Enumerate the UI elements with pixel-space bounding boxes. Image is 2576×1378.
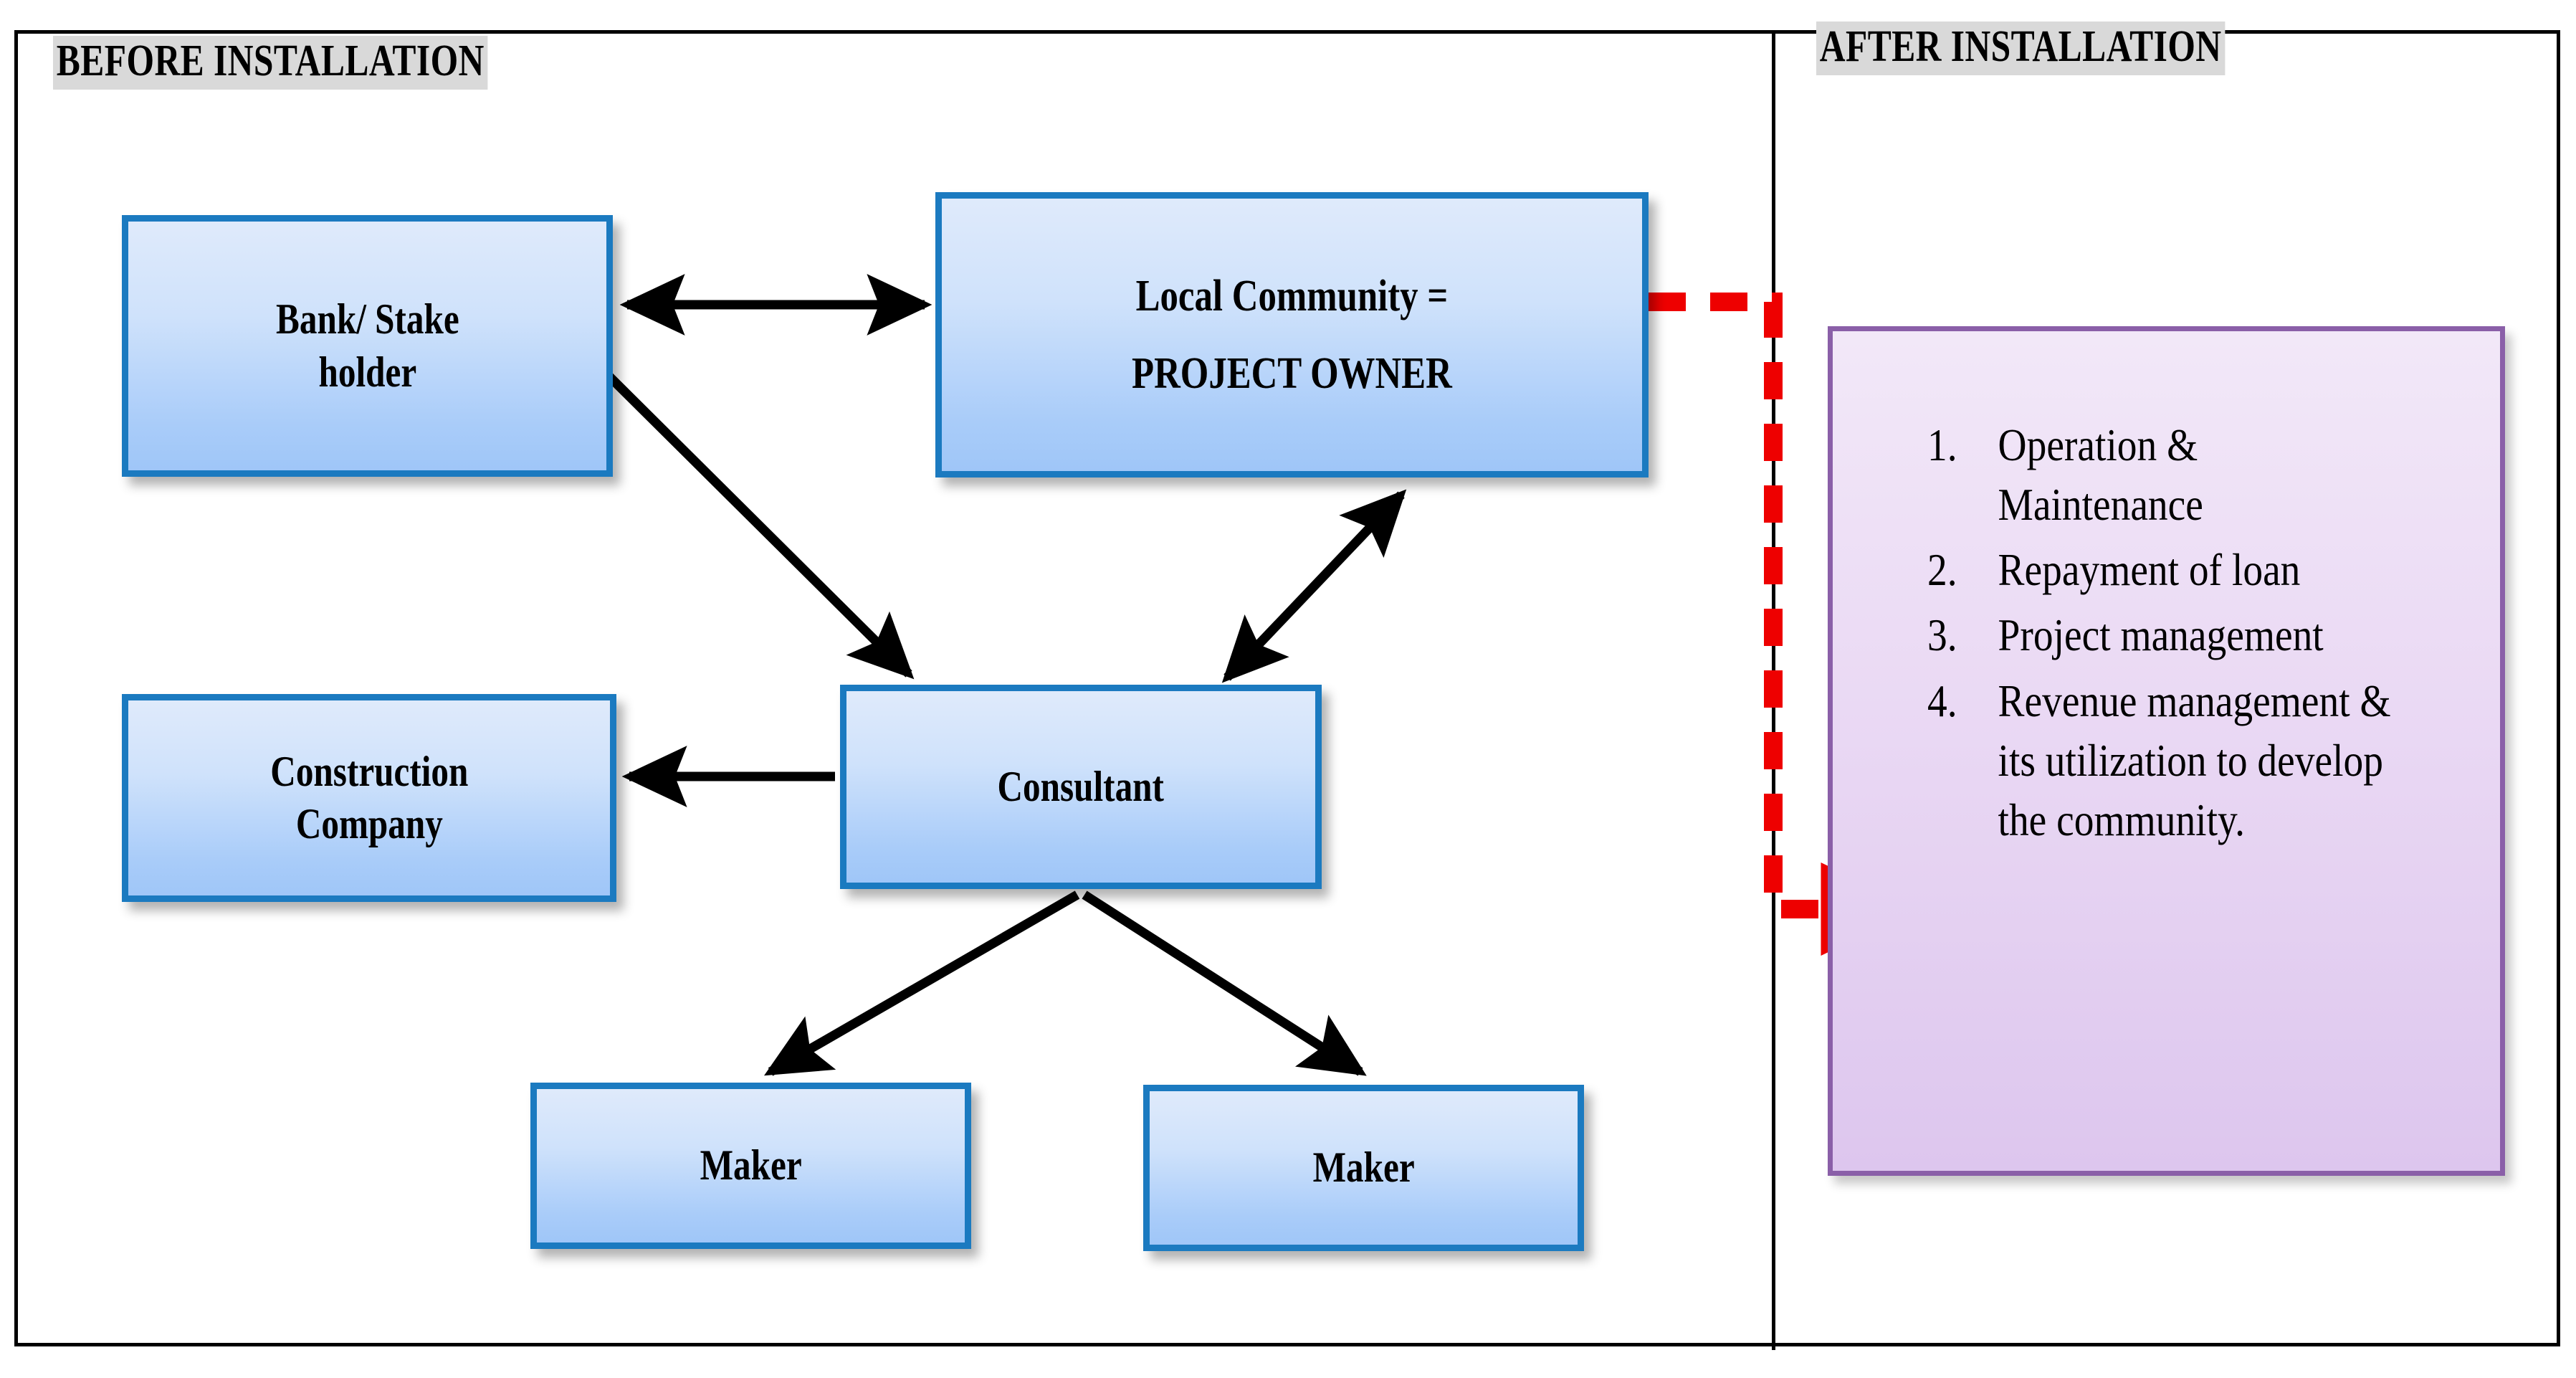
before-installation-title: BEFORE INSTALLATION xyxy=(53,36,488,90)
list-item: 2. Repayment of loan xyxy=(1927,541,2406,600)
list-item: 4. Revenue management & its utilization … xyxy=(1927,672,2406,850)
node-maker-right[interactable]: Maker xyxy=(1143,1085,1584,1251)
node-maker-left-label: Maker xyxy=(700,1141,802,1189)
node-local-community-project-owner-label: Local Community = PROJECT OWNER xyxy=(1132,271,1452,399)
list-item: 1. Operation & Maintenance xyxy=(1927,416,2406,535)
list-item-text: Repayment of loan xyxy=(1998,545,2301,596)
after-installation-list: 1. Operation & Maintenance 2. Repayment … xyxy=(1833,331,2500,850)
node-bank-stakeholder-label: Bank/ Stake holder xyxy=(275,295,459,396)
node-maker-left[interactable]: Maker xyxy=(530,1083,971,1249)
list-item-number: 3. xyxy=(1927,610,1957,661)
node-construction-company[interactable]: Construction Company xyxy=(122,694,616,902)
node-consultant-label: Consultant xyxy=(997,762,1165,810)
list-item-text: Revenue management & its utilization to … xyxy=(1998,675,2391,845)
list-item-text: Project management xyxy=(1998,610,2324,661)
node-maker-right-label: Maker xyxy=(1312,1144,1415,1192)
node-consultant[interactable]: Consultant xyxy=(840,685,1322,889)
after-installation-panel: 1. Operation & Maintenance 2. Repayment … xyxy=(1828,326,2505,1176)
list-item-text: Operation & Maintenance xyxy=(1998,420,2203,531)
list-item-number: 4. xyxy=(1927,675,1957,726)
panel-divider xyxy=(1772,30,1775,1350)
list-item: 3. Project management xyxy=(1927,606,2406,665)
after-installation-title: AFTER INSTALLATION xyxy=(1816,22,2226,76)
node-construction-company-label: Construction Company xyxy=(269,747,469,847)
node-bank-stakeholder[interactable]: Bank/ Stake holder xyxy=(122,215,613,477)
diagram-outer-frame xyxy=(14,30,2560,1346)
list-item-number: 1. xyxy=(1927,420,1957,470)
node-local-community-project-owner[interactable]: Local Community = PROJECT OWNER xyxy=(935,192,1649,477)
list-item-number: 2. xyxy=(1927,545,1957,596)
